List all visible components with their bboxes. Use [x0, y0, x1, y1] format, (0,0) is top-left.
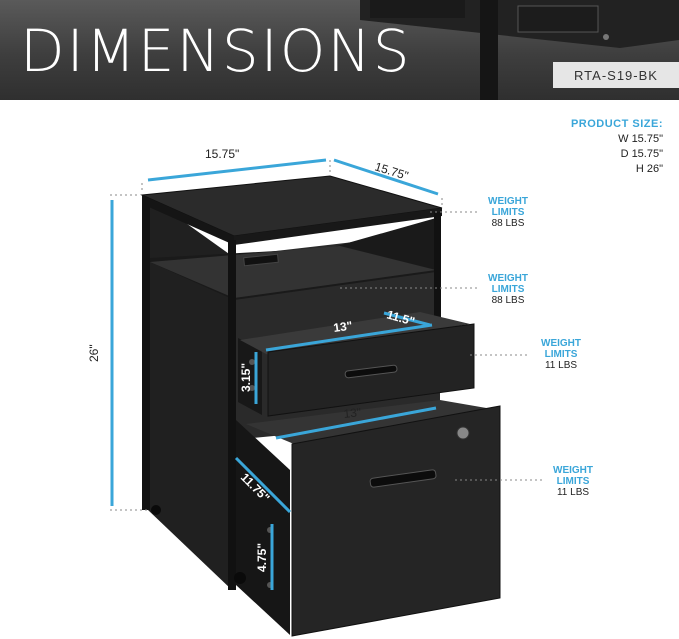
power-outlet-strip	[243, 253, 279, 267]
model-number-badge: RTA-S19-BK	[553, 62, 679, 88]
arrow-drawer1-depth	[383, 311, 431, 327]
page-title: DIMENSIONS	[20, 17, 412, 85]
header-banner: DIMENSIONS RTA-S19-BK	[0, 0, 679, 100]
arrow-drawer2-width	[275, 406, 437, 440]
top-edge-front	[234, 208, 442, 245]
drawer1-handle	[344, 364, 398, 379]
frame-leg-front-right	[434, 212, 441, 322]
drawer1-rivet	[249, 385, 255, 391]
label-drawer2-height: 4.75"	[255, 543, 269, 572]
weight-limit-drawer2: WEIGHT LIMITS 11 LBS	[553, 465, 593, 498]
label-drawer1-width: 13"	[332, 318, 353, 335]
caster-wheel	[151, 505, 161, 515]
product-size-title: PRODUCT SIZE:	[570, 118, 663, 130]
weight-limit-drawer1: WEIGHT LIMITS 11 LBS	[541, 338, 581, 371]
frame-leg-back-left	[142, 200, 150, 510]
caster-wheel	[234, 572, 246, 584]
label-drawer2-width: 13"	[343, 405, 362, 421]
arrow-drawer2-depth	[234, 456, 292, 514]
dimension-guides	[110, 160, 545, 511]
dimension-arrows	[110, 158, 439, 590]
drawer1-rivet	[249, 359, 255, 365]
arrow-drawer1-width	[265, 323, 433, 352]
drawer2-front	[291, 405, 501, 637]
weight-limit-shelf: WEIGHT LIMITS 88 LBS	[488, 273, 528, 306]
cabinet-left-panel	[148, 196, 232, 590]
frame-leg-front-left	[228, 240, 236, 590]
product-size-depth: D 15.75"	[620, 148, 663, 160]
drawer2-handle	[369, 469, 437, 488]
lock-icon	[456, 426, 470, 440]
open-shelf-floor	[150, 246, 436, 298]
label-height: 26"	[87, 344, 101, 362]
product-size-height: H 26"	[635, 163, 663, 175]
weight-limit-top: WEIGHT LIMITS 88 LBS	[488, 196, 528, 229]
label-top-width: 15.75"	[205, 147, 239, 161]
drawer2-side	[236, 420, 290, 635]
arrow-top-depth	[333, 158, 439, 196]
product-size-block: PRODUCT SIZE: W 15.75" D 15.75" H 26"	[571, 117, 663, 177]
arrow-top-width	[147, 158, 327, 182]
desk-background-graphic	[360, 0, 679, 100]
label-drawer1-height: 3.15"	[239, 363, 253, 392]
product-size-width: W 15.75"	[618, 133, 663, 145]
top-edge-left	[142, 195, 234, 245]
